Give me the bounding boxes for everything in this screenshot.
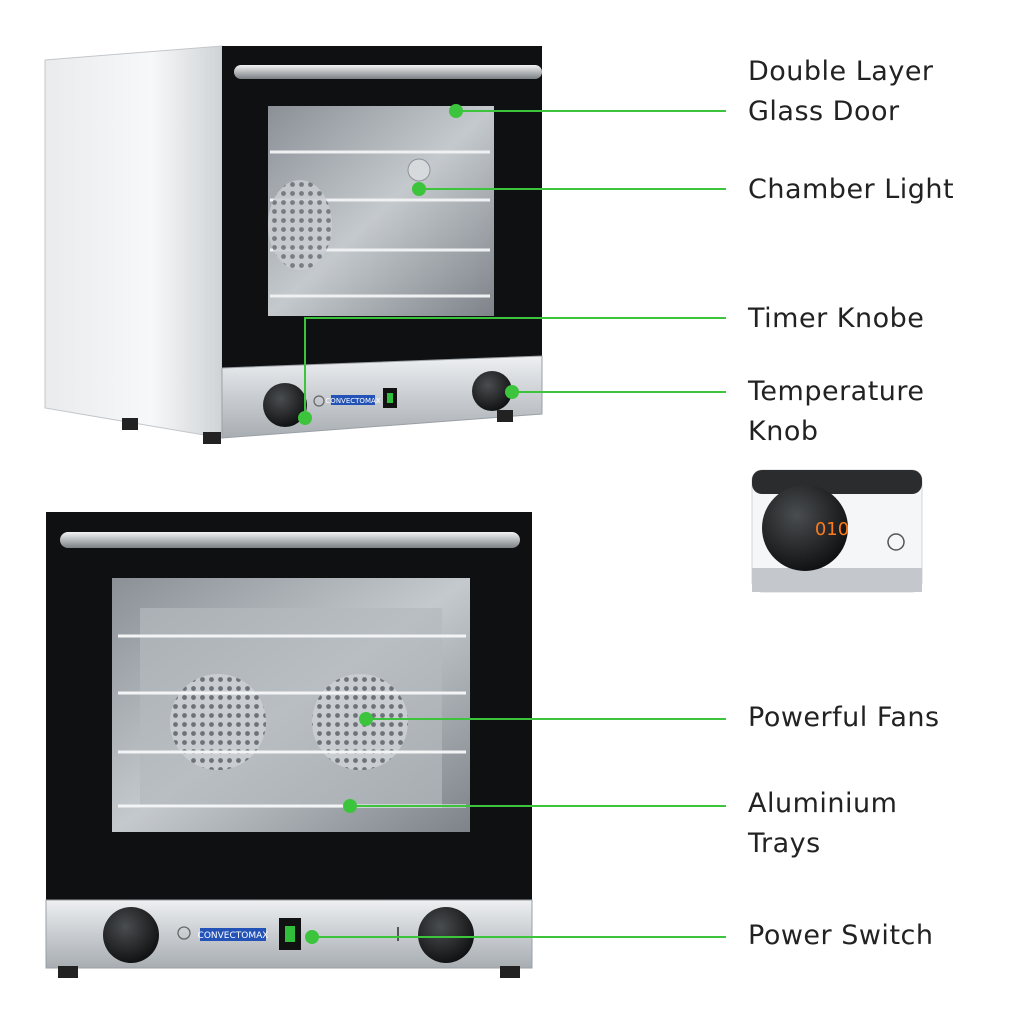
timer-inset: 010 <box>751 469 923 593</box>
top-oven-handle <box>234 65 542 79</box>
label-power-switch: Power Switch <box>748 920 934 951</box>
inset-timer-knob <box>762 485 848 571</box>
callout-dot-temperature-knob <box>505 385 519 399</box>
label-double-layer-glass-door: Double Layer Glass Door <box>748 56 934 127</box>
top-oven-fan <box>268 180 332 270</box>
bottom-clock-icon <box>177 926 191 940</box>
top-temperature-knob <box>472 371 512 411</box>
bottom-brand-logo <box>200 928 266 941</box>
aluminium-trays-racks <box>118 634 466 808</box>
label-powerful-fans: Powerful Fans <box>748 702 940 733</box>
left-fan <box>170 674 266 770</box>
inset-clock-icon <box>887 533 905 551</box>
top-clock-icon <box>313 395 325 407</box>
callout-dot-chamber-light <box>412 182 426 196</box>
top-timer-knob <box>263 383 307 427</box>
callout-dot-timer-knob <box>298 411 312 425</box>
bottom-oven: CONVECTOMAX <box>45 512 533 978</box>
bottom-timer-knob <box>103 907 159 963</box>
bottom-temperature-knob <box>418 907 474 963</box>
inset-timer-display: 010 <box>815 519 849 540</box>
top-brand-logo <box>331 395 375 405</box>
label-temperature-knob: Temperature Knob <box>748 376 925 447</box>
callout-dot-glass-door <box>449 104 463 118</box>
bottom-oven-handle <box>60 532 520 548</box>
bottom-brand-logo-text: CONVECTOMAX <box>198 931 269 941</box>
label-chamber-light: Chamber Light <box>748 174 955 205</box>
top-brand-logo-text: CONVECTOMAX <box>325 397 380 405</box>
label-aluminium-trays: Aluminium Trays <box>748 788 898 859</box>
callout-lines <box>298 104 726 944</box>
callout-dot-power-switch <box>305 930 319 944</box>
label-timer-knob: Timer Knobe <box>748 303 925 334</box>
chamber-light-bulb <box>407 158 431 182</box>
top-oven: CONVECTOMAX <box>44 45 543 444</box>
callout-dot-powerful-fans <box>359 712 373 726</box>
top-oven-racks <box>270 150 490 298</box>
callout-dot-aluminium-trays <box>343 799 357 813</box>
